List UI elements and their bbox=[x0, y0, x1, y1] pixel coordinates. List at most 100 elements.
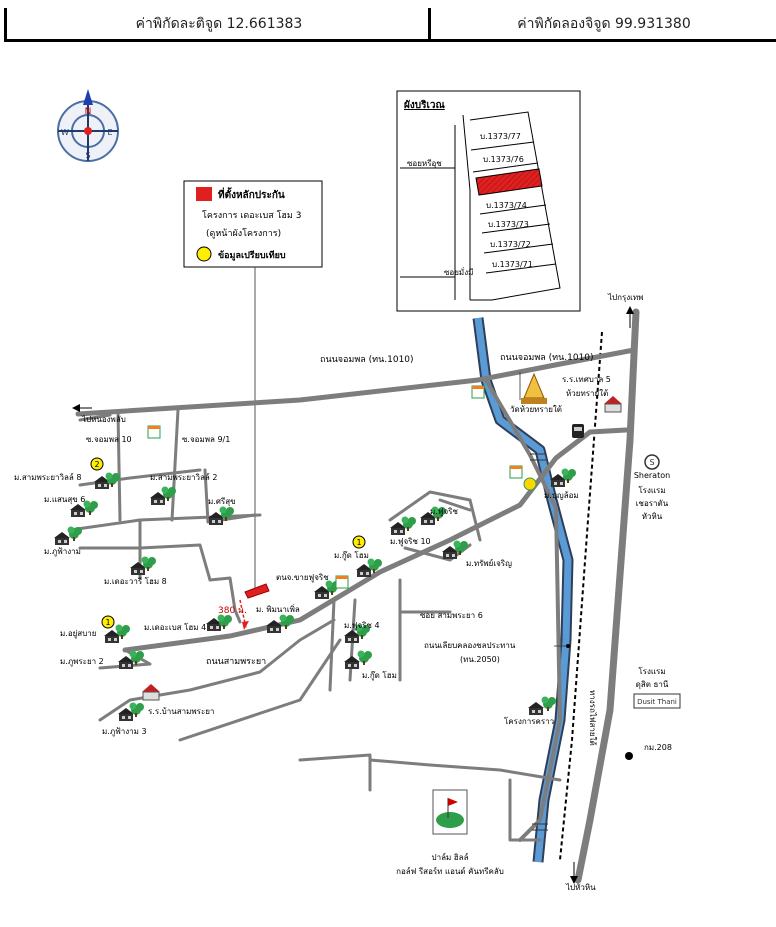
label-v-fuchit-4: ม.ฟูจริช 4 bbox=[344, 621, 380, 631]
km-marker bbox=[625, 752, 633, 760]
village-icons bbox=[54, 468, 576, 721]
svg-text:S: S bbox=[649, 458, 654, 467]
label-v-thebase-4: ม.เดอะเบส โฮม 4 bbox=[144, 622, 206, 632]
site-lot-6: บ.1373/71 bbox=[492, 260, 533, 269]
house-icon bbox=[54, 532, 70, 545]
site-lot-1: บ.1373/77 bbox=[480, 132, 521, 141]
site-plan-title: ผังบริเวณ bbox=[404, 99, 445, 111]
label-sheraton-th-2: เชอราตัน bbox=[636, 499, 669, 508]
label-project-kao: โครงการคราว bbox=[504, 716, 554, 726]
label-school-ttb: ร.ร.เทศบาล 5 bbox=[562, 375, 611, 384]
map-labels: ถนนจอมพล (ทน.1010) ถนนจอมพล (ทน.1010) ไป… bbox=[14, 293, 672, 892]
compare-marker-2: 2 bbox=[90, 457, 104, 471]
dusit-logo-icon bbox=[633, 693, 681, 709]
railway-line bbox=[559, 331, 603, 861]
house-icon bbox=[266, 620, 282, 633]
road-jompol bbox=[75, 347, 637, 417]
label-v-bhukanngam: ม.ภูฟ้างาม bbox=[44, 547, 81, 557]
tree-icon bbox=[357, 650, 372, 665]
latitude-label: ค่าพิกัดละติจูด 12.661383 bbox=[135, 16, 303, 32]
sheraton-logo-icon: S bbox=[644, 454, 660, 470]
legend-project-note: (ดูหน้าผังโครงการ) bbox=[206, 228, 281, 239]
train-icon bbox=[572, 424, 584, 438]
road-sampraya bbox=[122, 427, 629, 653]
site-lot-5: บ.1373/72 bbox=[490, 240, 531, 249]
label-palm-hills-2: กอล์ฟ รีสอร์ท แอนด์ คันทรีคลับ bbox=[396, 866, 504, 876]
label-to-bangkok: ไปกรุงเทพ bbox=[607, 293, 643, 302]
compass-icon: N S E W bbox=[57, 89, 119, 162]
legend-compare: ข้อมูลเปรียบเทียบ bbox=[218, 250, 286, 261]
direction-arrows bbox=[72, 306, 634, 884]
site-soi-south: ซอยมั่งมี bbox=[444, 266, 473, 277]
house-icon bbox=[344, 656, 360, 669]
compass-n: N bbox=[85, 107, 92, 117]
site-lot-3: บ.1373/74 bbox=[486, 201, 527, 210]
school-icon bbox=[142, 396, 622, 701]
label-v-ayusabai: ม.อยู่สบาย bbox=[60, 629, 96, 639]
label-road-canal-code: (ทน.2050) bbox=[460, 655, 500, 664]
site-lot-2: บ.1373/76 bbox=[483, 155, 524, 164]
project-marker-icon bbox=[196, 187, 212, 201]
label-v-goodhome-2: ม.กู๊ด โฮม bbox=[362, 670, 397, 681]
label-palm-hills: ปาล์ม ฮิลล์ bbox=[432, 852, 469, 862]
label-railway: ทางรถไฟสายใต้ bbox=[588, 690, 597, 746]
compare-marker-1: 1 bbox=[352, 535, 366, 549]
tree-icon bbox=[279, 614, 294, 629]
label-v-pinnapa: ม. พิมนาเพิ่ล bbox=[256, 603, 300, 614]
compass-e: E bbox=[107, 128, 112, 137]
label-v-bhupraya-2: ม.ภูพระยา 2 bbox=[60, 657, 104, 667]
tree-icon bbox=[541, 696, 556, 711]
label-soi-jompol-10: ซ.จอมพล 10 bbox=[86, 435, 132, 444]
label-road-jompol: ถนนจอมพล (ทน.1010) bbox=[320, 355, 414, 365]
label-v-sampraya-8: ม.สามพระยาวิลล์ 8 bbox=[14, 472, 81, 482]
compass-w: W bbox=[61, 128, 69, 137]
label-v-sampraya-2: ม.สามพระยาวิลล์ 2 bbox=[150, 472, 217, 482]
header-divider bbox=[428, 8, 431, 42]
label-v-goodhome: ม.กู๊ด โฮม bbox=[334, 550, 369, 561]
site-plan-inset: ผังบริเวณ บ.1373/77 บ.1373/76 บ.1373/74 … bbox=[396, 90, 581, 312]
label-road-canal: ถนนเลียบคลองชลประทาน bbox=[424, 641, 516, 650]
header-bottom-rule bbox=[4, 39, 776, 42]
label-soi-sampraya-6: ซอย สามพระยา 6 bbox=[420, 611, 483, 620]
label-v-saensuk: ม.แสนสุข 6 bbox=[44, 495, 85, 504]
svg-text:2: 2 bbox=[94, 460, 99, 469]
label-to-nongphlap: ไปหนองพลับ bbox=[81, 415, 126, 424]
compare-marker-icon bbox=[196, 246, 212, 262]
legend: ที่ตั้งหลักประกัน โครงการ เดอะเบส โฮม 3 … bbox=[183, 180, 323, 590]
legend-project-name: โครงการ เดอะเบส โฮม 3 bbox=[202, 210, 301, 221]
label-school-ttb-2: ห้วยทรายใต้ bbox=[566, 389, 608, 398]
golf-logo-icon bbox=[432, 789, 468, 835]
road-canal bbox=[484, 378, 562, 842]
main-highway bbox=[574, 308, 640, 884]
compare-marker-3: 1 bbox=[101, 615, 115, 629]
label-v-thebase-8: ม.เดอะวารี โฮม 8 bbox=[104, 576, 167, 586]
tree-icon bbox=[67, 526, 82, 541]
house-icon bbox=[528, 702, 544, 715]
label-km208: กม.208 bbox=[644, 743, 672, 752]
longitude-label: ค่าพิกัดลองจิจูด 99.931380 bbox=[517, 16, 691, 32]
header-left-rule bbox=[4, 8, 7, 42]
label-market: ตนจ.ขายฟูจริช bbox=[276, 573, 329, 583]
temple-icon bbox=[521, 372, 547, 404]
legend-project: ที่ตั้งหลักประกัน bbox=[218, 187, 285, 201]
label-wat: วัดห้วยทรายใต้ bbox=[510, 405, 562, 414]
distance-label: 380 ม. bbox=[218, 606, 247, 616]
tree-icon bbox=[83, 500, 98, 515]
svg-text:1: 1 bbox=[105, 618, 110, 627]
site-lot-4: บ.1373/73 bbox=[488, 220, 529, 229]
site-soi-north: ซอยหรีอุช bbox=[407, 159, 442, 168]
label-to-huahin: ไปหัวหิน bbox=[565, 883, 596, 892]
label-school-sampraya: ร.ร.บ้านสามพระยา bbox=[148, 707, 214, 716]
label-v-sap: ม.ทรัพย์เจริญ bbox=[466, 558, 512, 568]
dusit-logo-text: Dusit Thani bbox=[637, 698, 677, 706]
seven-eleven-icon bbox=[147, 385, 523, 589]
label-road-sampraya: ถนนสามพระยา bbox=[206, 657, 266, 667]
label-road-jompol-2: ถนนจอมพล (ทน.1010) bbox=[500, 353, 594, 363]
svg-text:1: 1 bbox=[356, 538, 361, 547]
bridge-marks bbox=[530, 453, 548, 831]
label-sheraton-th-3: หัวหิน bbox=[642, 512, 663, 521]
label-v-bhufangam-3: ม.ภูฟ้างาม 3 bbox=[102, 727, 147, 737]
label-soi-jompol-9: ซ.จอมพล 9/1 bbox=[182, 435, 230, 444]
